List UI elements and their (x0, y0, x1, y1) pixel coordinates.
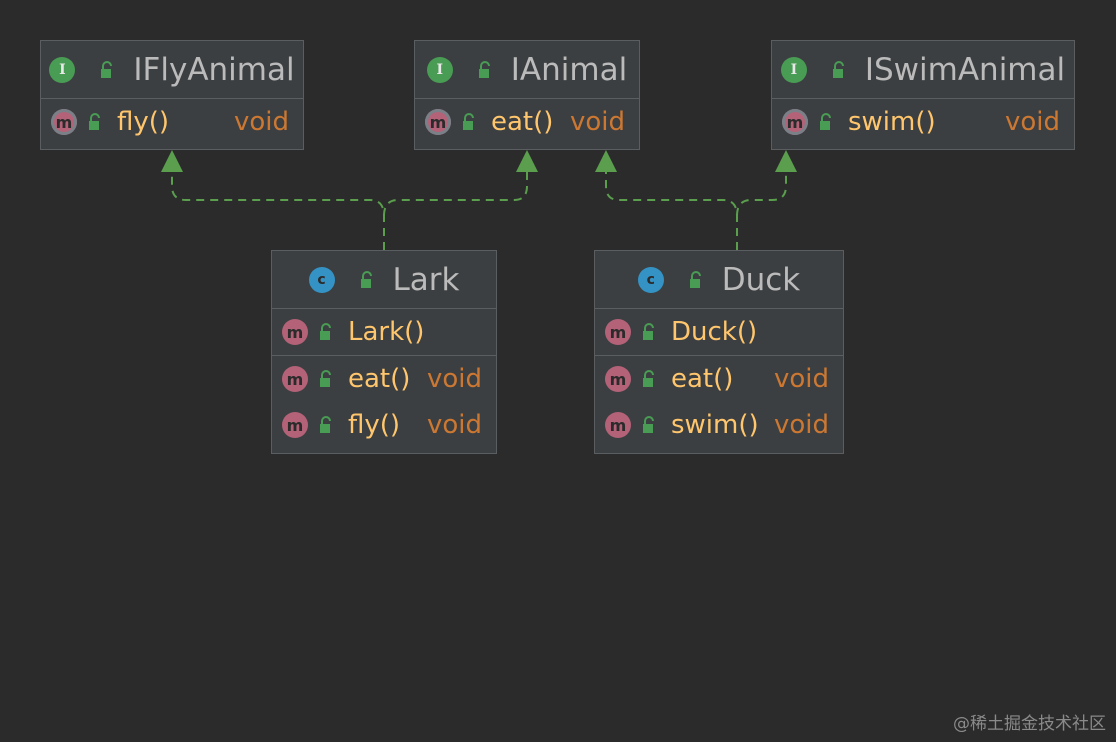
constructor-row[interactable]: m Duck() (595, 309, 843, 355)
node-header: I IFlyAnimal (41, 41, 303, 99)
abstract-method-icon: m (782, 109, 808, 135)
interface-iswimanimal[interactable]: I ISwimAnimal m swim() void (771, 40, 1075, 150)
method-name: eat() (491, 107, 554, 137)
node-title: Duck (721, 261, 801, 298)
method-row[interactable]: m fly() void (41, 99, 303, 145)
method-icon: m (605, 319, 631, 345)
public-lock-icon (101, 60, 113, 78)
methods-section: m eat() void (415, 99, 639, 145)
class-duck[interactable]: c Duck m Duck() m eat() void m swim() vo… (594, 250, 844, 454)
public-lock-icon (320, 370, 331, 387)
abstract-method-icon: m (51, 109, 77, 135)
public-lock-icon (689, 270, 701, 288)
method-row[interactable]: m eat() void (272, 356, 496, 402)
method-name: swim() (848, 107, 936, 137)
method-row[interactable]: m fly() void (272, 402, 496, 448)
method-return-type: void (569, 107, 625, 137)
method-name: fly() (348, 410, 401, 440)
edge-duck-iswim (736, 170, 787, 217)
constructors-section: m Lark() (272, 309, 496, 356)
interface-icon: I (780, 56, 807, 83)
method-return-type: void (773, 410, 829, 440)
constructor-row[interactable]: m Lark() (272, 309, 496, 355)
constructor-name: Duck() (671, 317, 758, 347)
method-row[interactable]: m swim() void (772, 99, 1074, 145)
abstract-method-icon: m (425, 109, 451, 135)
public-lock-icon (463, 113, 474, 130)
node-title: IAnimal (510, 51, 628, 88)
public-lock-icon (89, 113, 100, 130)
class-icon: c (637, 266, 664, 293)
method-return-type: void (773, 364, 829, 394)
method-icon: m (605, 412, 631, 438)
class-icon: c (308, 266, 335, 293)
node-title: Lark (392, 261, 460, 298)
public-lock-icon (320, 416, 331, 433)
interface-ianimal[interactable]: I IAnimal m eat() void (414, 40, 640, 150)
node-title: IFlyAnimal (133, 51, 295, 88)
arrowhead-iswim (775, 150, 797, 172)
node-header: c Lark (272, 251, 496, 309)
method-row[interactable]: m swim() void (595, 402, 843, 448)
arrowhead-ifly (161, 150, 183, 172)
constructors-section: m Duck() (595, 309, 843, 356)
method-icon: m (282, 412, 308, 438)
node-title: ISwimAnimal (864, 51, 1066, 88)
method-icon: m (282, 319, 308, 345)
constructor-name: Lark() (348, 317, 425, 347)
edge-lark-ianimal (383, 170, 528, 217)
method-name: eat() (348, 364, 411, 394)
interface-icon: I (426, 56, 453, 83)
node-header: I IAnimal (415, 41, 639, 99)
public-lock-icon (478, 60, 490, 78)
methods-section: m fly() void (41, 99, 303, 145)
interface-icon: I (49, 56, 76, 83)
edge-duck-ianimal (605, 170, 738, 250)
node-header: c Duck (595, 251, 843, 309)
arrowhead-ianimal-left (516, 150, 538, 172)
edge-lark-ifly (171, 170, 385, 250)
method-return-type: void (233, 107, 289, 137)
public-lock-icon (643, 323, 654, 340)
method-name: eat() (671, 364, 734, 394)
methods-section: m eat() void m swim() void (595, 356, 843, 448)
public-lock-icon (360, 270, 372, 288)
public-lock-icon (320, 323, 331, 340)
methods-section: m swim() void (772, 99, 1074, 145)
method-row[interactable]: m eat() void (415, 99, 639, 145)
method-return-type: void (426, 364, 482, 394)
method-return-type: void (1004, 107, 1060, 137)
class-lark[interactable]: c Lark m Lark() m eat() void m fly() voi… (271, 250, 497, 454)
method-name: fly() (117, 107, 170, 137)
public-lock-icon (832, 60, 844, 78)
public-lock-icon (643, 370, 654, 387)
arrowhead-ianimal-right (595, 150, 617, 172)
method-name: swim() (671, 410, 759, 440)
public-lock-icon (820, 113, 831, 130)
method-row[interactable]: m eat() void (595, 356, 843, 402)
methods-section: m eat() void m fly() void (272, 356, 496, 448)
public-lock-icon (643, 416, 654, 433)
interface-iflyanimal[interactable]: I IFlyAnimal m fly() void (40, 40, 304, 150)
watermark: @稀土掘金技术社区 (953, 714, 1106, 734)
node-header: I ISwimAnimal (772, 41, 1074, 99)
method-return-type: void (426, 410, 482, 440)
method-icon: m (605, 366, 631, 392)
method-icon: m (282, 366, 308, 392)
